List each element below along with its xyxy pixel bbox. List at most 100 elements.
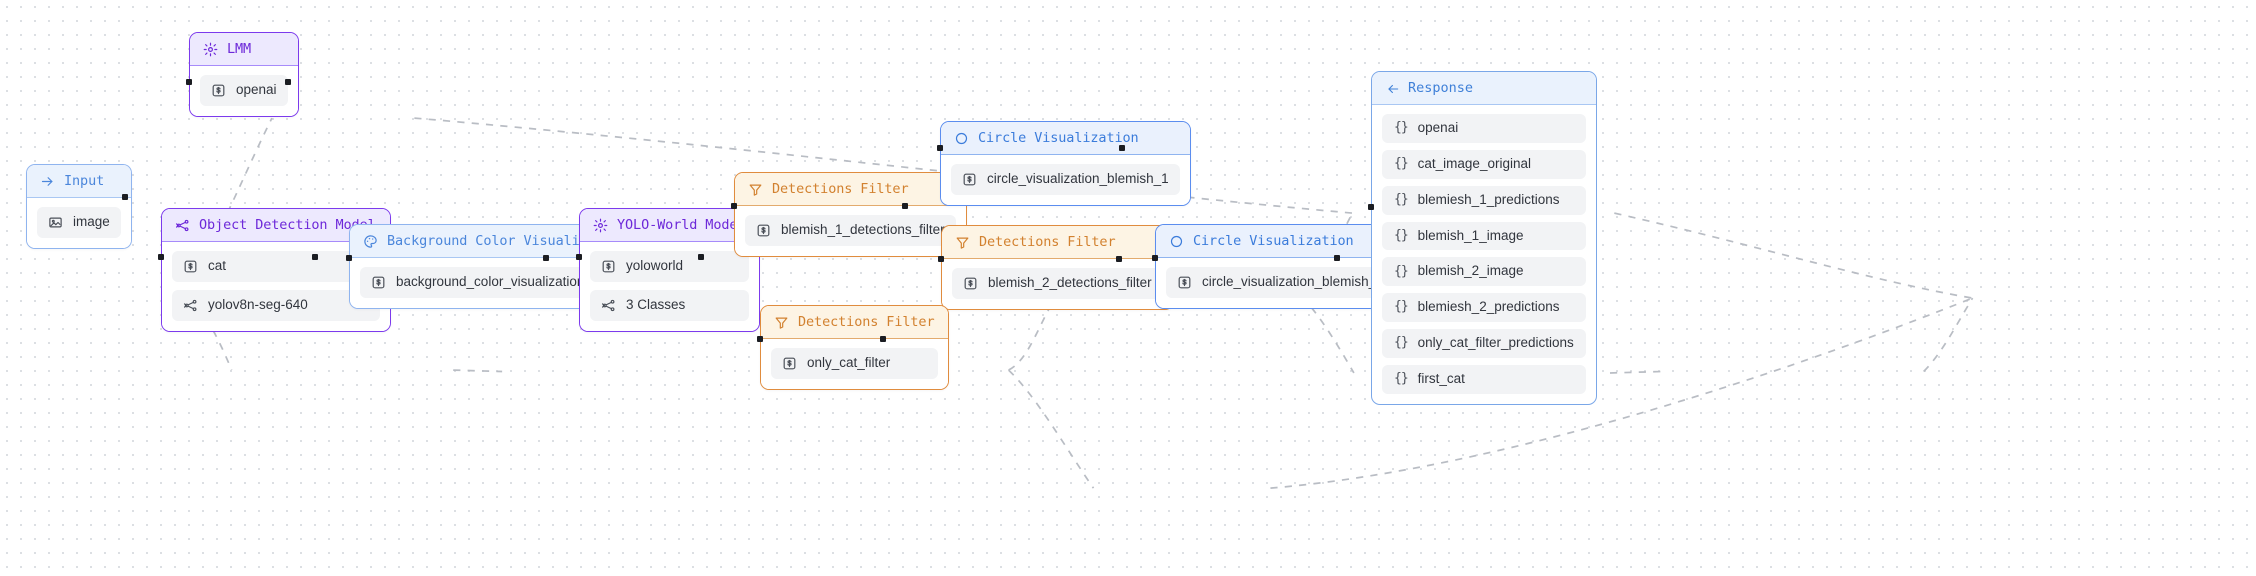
yolo-output-handle[interactable]: [698, 254, 704, 260]
dfcat-output-handle[interactable]: [880, 336, 886, 342]
response-item-label: openai: [1417, 120, 1459, 135]
response-item-label: blemiesh_2_predictions: [1417, 299, 1560, 315]
model-nodes-icon: [175, 218, 190, 233]
braces-icon: {}: [1394, 191, 1409, 207]
node-lmm[interactable]: LMM openai: [189, 32, 299, 117]
lmm-input-handle[interactable]: [186, 79, 192, 85]
node-row-label: blemish_1_detections_filter: [781, 222, 945, 238]
model-nodes-icon: [183, 298, 198, 313]
dollar-badge-icon: [962, 172, 977, 187]
dollar-badge-icon: [371, 275, 386, 290]
palette-icon: [363, 234, 378, 249]
node-input[interactable]: Input image: [26, 164, 132, 249]
response-item[interactable]: {} only_cat_filter_predictions: [1382, 329, 1586, 358]
input-output-handle[interactable]: [122, 194, 128, 200]
response-item[interactable]: {} cat_image_original: [1382, 149, 1586, 179]
node-header-detections-filter-only-cat: Detections Filter: [761, 306, 949, 339]
node-row[interactable]: blemish_1_detections_filter: [745, 215, 956, 246]
df1-input-handle[interactable]: [731, 203, 737, 209]
response-item[interactable]: {} blemiesh_2_predictions: [1382, 293, 1586, 323]
node-row[interactable]: 3 Classes: [590, 290, 750, 321]
df1-output-handle[interactable]: [902, 203, 908, 209]
cv1-output-handle[interactable]: [1119, 145, 1125, 151]
node-row[interactable]: circle_visualization_blemish_1: [951, 164, 1180, 195]
node-row-label: blemish_2_detections_filter: [988, 275, 1152, 291]
response-item[interactable]: {}blemish_2_image: [1382, 257, 1586, 287]
edge-cv2-out-to-resp-in: [1923, 297, 1974, 373]
model-nodes-icon: [601, 298, 616, 313]
node-body-circle-visualization-blemish-2: circle_visualization_blemish_2: [1156, 258, 1405, 308]
lmm-output-handle[interactable]: [285, 79, 291, 85]
node-detections-filter-only-cat[interactable]: Detections Filter only_cat_filter: [760, 305, 950, 390]
node-row[interactable]: image: [37, 207, 121, 238]
edge-odm-out-to-bcv-in: [453, 369, 503, 373]
arrow-right-icon: [40, 174, 55, 189]
node-row[interactable]: openai: [200, 75, 288, 106]
response-item[interactable]: {} blemiesh_1_predictions: [1382, 185, 1586, 215]
dollar-badge-icon: [601, 259, 616, 274]
node-body-yolo-world-model: yoloworld 3 Classes: [580, 242, 760, 331]
cv1-input-handle[interactable]: [937, 145, 943, 151]
bcv-input-handle[interactable]: [346, 255, 352, 261]
cv2-input-handle[interactable]: [1152, 255, 1158, 261]
braces-icon: {}: [1394, 371, 1409, 387]
node-detections-filter-blemish-1[interactable]: Detections Filter blemish_1_detections_fi…: [734, 172, 967, 257]
node-title: YOLO-World Model: [617, 216, 746, 233]
braces-icon: {}: [1394, 227, 1409, 243]
node-body-input: image: [27, 198, 131, 248]
odm-output-handle[interactable]: [312, 254, 318, 260]
response-item-label: blemish_1_image: [1417, 227, 1524, 243]
node-header-circle-visualization-blemish-2: Circle Visualization: [1156, 225, 1405, 258]
bcv-output-handle[interactable]: [543, 255, 549, 261]
node-header-lmm: LMM: [190, 33, 298, 66]
response-item[interactable]: {}first_cat: [1382, 364, 1586, 394]
node-row-label: cat: [208, 258, 227, 274]
circle-icon: [1169, 234, 1184, 249]
node-row-label: 3 Classes: [626, 297, 686, 313]
braces-icon: {}: [1394, 335, 1409, 351]
node-row-label: yolov8n-seg-640: [208, 297, 308, 313]
response-panel[interactable]: Response{}openai{}cat_image_original{}bl…: [1371, 71, 1597, 405]
node-row[interactable]: only_cat_filter: [771, 348, 939, 379]
edge-yolo-out-to-dfcat-in: [1007, 369, 1095, 489]
response-item-label: blemiesh_1_predictions: [1417, 191, 1560, 207]
yolo-input-handle[interactable]: [576, 254, 582, 260]
node-body-detections-filter-blemish-2: blemish_2_detections_filter: [942, 259, 1173, 309]
node-title: Detections Filter: [772, 180, 909, 197]
gear-icon: [203, 42, 218, 57]
node-body-lmm: openai: [190, 66, 298, 116]
node-circle-visualization-blemish-2[interactable]: Circle Visualization circle_visualization…: [1155, 224, 1406, 309]
df2-input-handle[interactable]: [938, 256, 944, 262]
node-header-detections-filter-blemish-2: Detections Filter: [942, 226, 1173, 259]
node-yolo-world-model[interactable]: YOLO-World Model yoloworld 3 Classes: [579, 208, 761, 332]
braces-icon: {}: [1394, 299, 1409, 315]
node-row[interactable]: circle_visualization_blemish_2: [1166, 267, 1395, 298]
df2-output-handle[interactable]: [1116, 256, 1122, 262]
node-title: Circle Visualization: [978, 129, 1139, 146]
response-item-label: cat_image_original: [1417, 155, 1531, 171]
node-title: Input: [64, 172, 105, 189]
response-item-label: only_cat_filter_predictions: [1417, 335, 1574, 351]
node-row[interactable]: blemish_2_detections_filter: [952, 268, 1163, 299]
node-body-detections-filter-blemish-1: blemish_1_detections_filter: [735, 206, 966, 256]
braces-icon: {}: [1394, 156, 1409, 172]
node-row[interactable]: yoloworld: [590, 251, 750, 282]
dfcat-input-handle[interactable]: [757, 336, 763, 342]
node-detections-filter-blemish-2[interactable]: Detections Filter blemish_2_detections_fi…: [941, 225, 1174, 310]
braces-icon: {}: [1394, 263, 1409, 279]
response-input-handle[interactable]: [1368, 204, 1374, 210]
node-row-label: only_cat_filter: [807, 355, 891, 371]
filter-icon: [955, 235, 970, 250]
response-item[interactable]: {} blemish_1_image: [1382, 221, 1586, 251]
node-circle-visualization-blemish-1[interactable]: Circle Visualization circle_visualization…: [940, 121, 1191, 206]
node-body-circle-visualization-blemish-1: circle_visualization_blemish_1: [941, 155, 1190, 205]
dollar-badge-icon: [756, 223, 771, 238]
odm-input-handle[interactable]: [158, 254, 164, 260]
response-item[interactable]: {}openai: [1382, 114, 1586, 143]
response-panel-title: Response: [1408, 79, 1474, 96]
node-row-label: background_color_visualization: [396, 274, 585, 290]
cv2-output-handle[interactable]: [1334, 255, 1340, 261]
response-panel-header: Response: [1372, 72, 1596, 105]
node-row-label: circle_visualization_blemish_1: [987, 171, 1169, 187]
